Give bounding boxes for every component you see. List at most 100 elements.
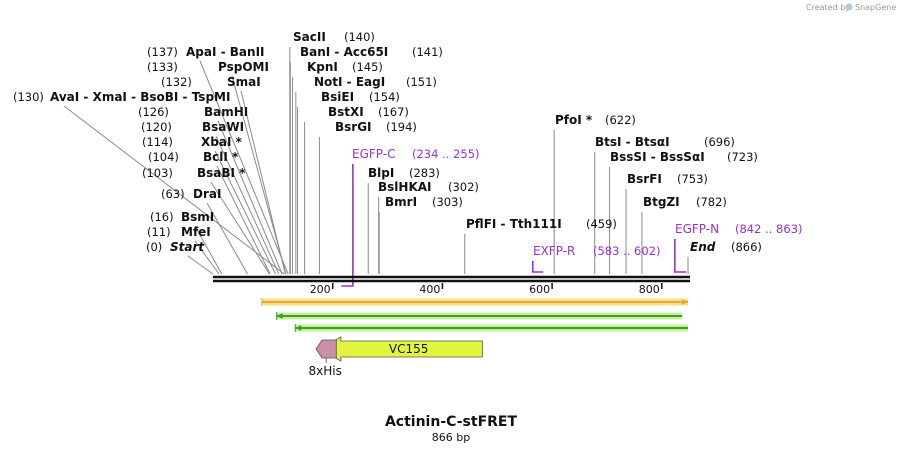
primer-range-egfp-n: (842 .. 863) <box>735 222 803 236</box>
primer-mark-egfp-n <box>674 239 687 273</box>
site-position-btgzi: (782) <box>696 195 727 209</box>
site-line-apai-banii <box>199 60 289 275</box>
primer-mark-exfp-r <box>531 261 544 273</box>
site-line-mfei <box>194 240 220 275</box>
site-name-bslhkai[interactable]: BslHKAI <box>378 180 432 194</box>
primer-annotations: EGFP-C (234 .. 255) EXFP-R (583 .. 602) EGFP… <box>341 147 803 287</box>
site-position-bsawi: (120) <box>141 120 172 134</box>
site-line-bsmi <box>194 225 223 275</box>
site-position-start: (0) <box>146 240 162 254</box>
site-position-bslhkai: (302) <box>448 180 479 194</box>
map-subtitle: 866 bp <box>432 431 470 444</box>
orf-tracks <box>261 298 688 332</box>
site-position-bsiei: (154) <box>369 90 400 104</box>
restriction-site-labels: Start(0)MfeI(11)BsmI(16)DraI(63)BsaBI *(… <box>13 30 762 254</box>
ruler-label-600: 600 <box>529 283 550 296</box>
site-position-blpi: (283) <box>409 166 440 180</box>
site-line-start <box>187 255 214 275</box>
site-position-kpni: (145) <box>352 60 383 74</box>
site-name-apai-banii[interactable]: ApaI - BanII <box>186 45 265 59</box>
site-position-bsssi-bsss-i: (723) <box>727 150 758 164</box>
primer-name-egfp-n[interactable]: EGFP-N <box>675 222 719 236</box>
orf-track-3[interactable] <box>294 324 688 332</box>
site-name-bmri[interactable]: BmrI <box>385 195 417 209</box>
snapgene-logo-icon <box>845 3 853 11</box>
map-title: Actinin-C-stFRET <box>385 414 518 430</box>
credit-brand: SnapGene <box>855 3 896 12</box>
feature-label-vc155: VC155 <box>389 342 429 356</box>
site-position-noti-eagi: (151) <box>406 75 437 89</box>
site-name-btsi-bts-i[interactable]: BtsI - BtsαI <box>595 135 670 149</box>
site-name-bsmi[interactable]: BsmI <box>181 210 214 224</box>
site-line-pspomi <box>231 75 287 275</box>
site-line-avai-xmai-bsobi-tspmi <box>63 105 285 275</box>
site-position-pflfi-tth111i: (459) <box>586 217 617 231</box>
site-position-end: (866) <box>731 240 762 254</box>
site-name-xbai[interactable]: XbaI * <box>201 135 243 149</box>
site-line-drai <box>206 202 248 275</box>
site-position-bsmi: (16) <box>150 210 174 224</box>
site-name-bsawi[interactable]: BsaWI <box>202 120 244 134</box>
site-name-bstxi[interactable]: BstXI <box>328 105 364 119</box>
credit-text: Created by <box>806 3 850 12</box>
site-name-start[interactable]: Start <box>170 240 205 254</box>
site-position-drai: (63) <box>161 187 185 201</box>
feature-8xhis[interactable]: 8xHis <box>309 339 342 378</box>
site-name-bsssi-bsss-i[interactable]: BssSI - BssSαI <box>610 150 705 164</box>
site-name-btgzi[interactable]: BtgZI <box>643 195 680 209</box>
site-name-kpni[interactable]: KpnI <box>307 60 338 74</box>
site-name-pspomi[interactable]: PspOMI <box>218 60 269 74</box>
sequence-backbone <box>213 275 690 283</box>
site-name-bsrfi[interactable]: BsrFI <box>627 172 662 186</box>
site-line-bsawi <box>215 135 280 275</box>
site-position-bsrfi: (753) <box>677 172 708 186</box>
orf-track-1[interactable] <box>261 298 688 306</box>
site-position-smai: (132) <box>161 75 192 89</box>
snapgene-credit: Created by SnapGene <box>806 3 896 12</box>
feature-vc155[interactable]: VC155 <box>318 336 483 362</box>
site-name-end[interactable]: End <box>690 240 716 254</box>
feature-tracks: VC155 8xHis <box>309 336 483 378</box>
site-name-pfoi[interactable]: PfoI * <box>555 113 593 127</box>
site-name-bamhi[interactable]: BamHI <box>204 105 248 119</box>
primer-mark-egfp-c <box>341 164 354 287</box>
primer-range-egfp-c: (234 .. 255) <box>412 147 480 161</box>
site-name-bsiei[interactable]: BsiEI <box>321 90 354 104</box>
ruler-label-400: 400 <box>419 283 440 296</box>
site-leader-lines <box>63 47 689 275</box>
site-position-pspomi: (133) <box>147 60 178 74</box>
site-name-pflfi-tth111i[interactable]: PflFI - Tth111I <box>466 217 562 231</box>
site-name-bsrgi[interactable]: BsrGI <box>335 120 372 134</box>
site-line-xbai <box>214 150 276 275</box>
site-line-bsabi <box>210 181 270 275</box>
site-name-smai[interactable]: SmaI <box>227 75 261 89</box>
site-position-bsrgi: (194) <box>386 120 417 134</box>
primer-range-exfp-r: (583 .. 602) <box>593 244 661 258</box>
site-position-bani-acc65i: (141) <box>412 45 443 59</box>
site-name-blpi[interactable]: BlpI <box>368 166 394 180</box>
site-position-bmri: (303) <box>432 195 463 209</box>
orf-track-2[interactable] <box>276 312 682 320</box>
site-name-sacii[interactable]: SacII <box>293 30 326 44</box>
site-position-bcli: (104) <box>148 150 179 164</box>
site-name-avai-xmai-bsobi-tspmi[interactable]: AvaI - XmaI - BsoBI - TspMI <box>50 90 230 104</box>
site-line-bamhi <box>217 120 283 275</box>
site-position-avai-xmai-bsobi-tspmi: (130) <box>13 90 44 104</box>
primer-name-egfp-c[interactable]: EGFP-C <box>352 147 395 161</box>
site-name-bsabi[interactable]: BsaBI * <box>197 166 246 180</box>
site-name-noti-eagi[interactable]: NotI - EagI <box>314 75 385 89</box>
site-position-bstxi: (167) <box>378 105 409 119</box>
feature-label-8xhis: 8xHis <box>309 364 342 378</box>
site-name-mfei[interactable]: MfeI <box>181 225 211 239</box>
site-name-drai[interactable]: DraI <box>193 187 221 201</box>
site-position-apai-banii: (137) <box>147 45 178 59</box>
site-name-bcli[interactable]: BclI * <box>203 150 239 164</box>
site-position-bsabi: (103) <box>142 166 173 180</box>
site-name-bani-acc65i[interactable]: BanI - Acc65I <box>300 45 388 59</box>
site-position-btsi-bts-i: (696) <box>704 135 735 149</box>
primer-name-exfp-r[interactable]: EXFP-R <box>533 244 575 258</box>
site-position-pfoi: (622) <box>605 113 636 127</box>
site-position-bamhi: (126) <box>138 105 169 119</box>
